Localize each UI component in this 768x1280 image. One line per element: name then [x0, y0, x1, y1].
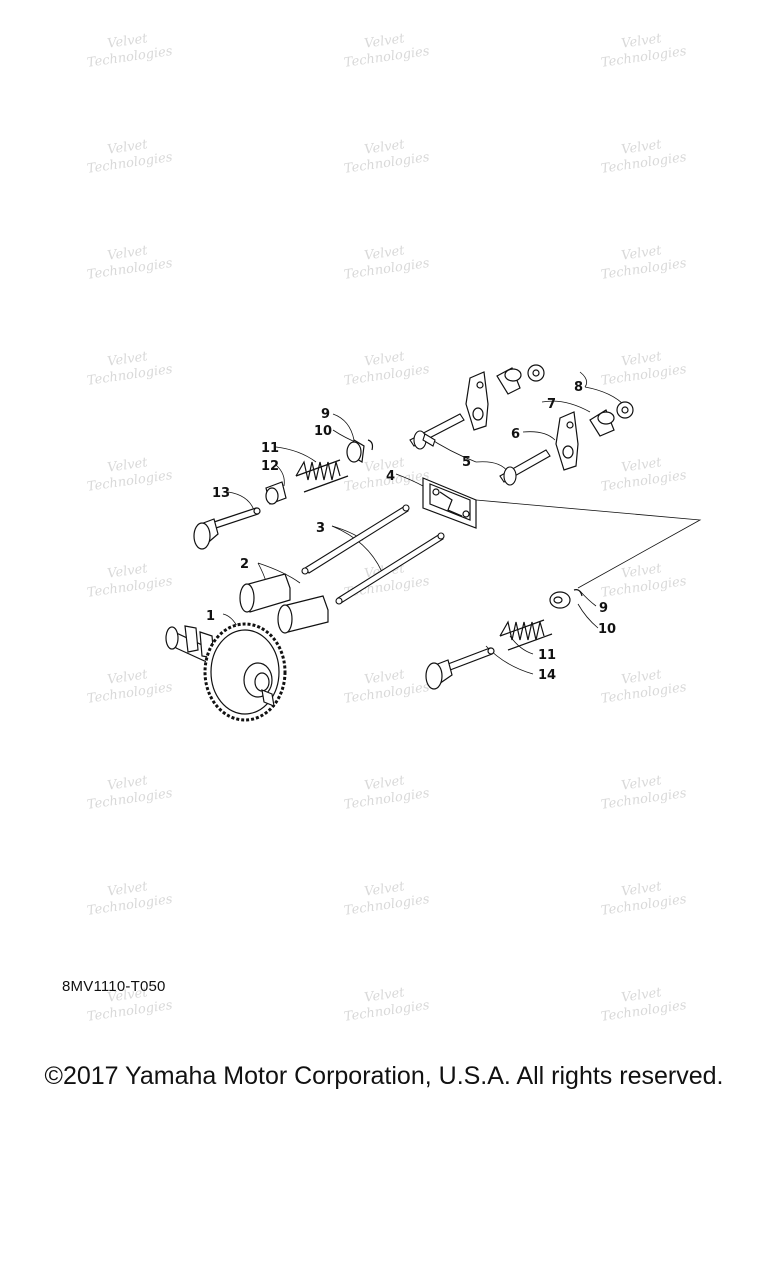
watermark-tile: VelvetTechnologies: [84, 346, 174, 389]
diagram-code: 8MV1110-T050: [62, 978, 166, 995]
watermark-tile: VelvetTechnologies: [598, 770, 688, 813]
callout-2: 2: [240, 557, 249, 572]
callout-1: 1: [206, 609, 215, 624]
callout-5: 5: [462, 455, 471, 470]
callout-10: 10: [314, 424, 332, 439]
part-camshaft-gear: [165, 622, 287, 722]
watermark-tile: VelvetTechnologies: [341, 876, 431, 919]
watermark-tile: VelvetTechnologies: [598, 982, 688, 1025]
watermark-tile: VelvetTechnologies: [84, 134, 174, 177]
part-valves: [193, 507, 495, 690]
callout-14: 14: [538, 668, 556, 683]
watermark-tile: VelvetTechnologies: [84, 770, 174, 813]
watermark-tile: VelvetTechnologies: [84, 876, 174, 919]
copyright-notice: ©2017 Yamaha Motor Corporation, U.S.A. A…: [44, 1062, 724, 1090]
callout-6: 6: [511, 427, 520, 442]
watermark-tile: VelvetTechnologies: [598, 346, 688, 389]
callout-3: 3: [316, 521, 325, 536]
watermark-tile: VelvetTechnologies: [84, 558, 174, 601]
watermark-tile: VelvetTechnologies: [598, 28, 688, 71]
watermark-tile: VelvetTechnologies: [84, 28, 174, 71]
part-pivot-balls: [496, 367, 615, 437]
part-rocker-studs: [409, 413, 551, 486]
watermark-grid: VelvetTechnologiesVelvetTechnologiesVelv…: [84, 28, 688, 1025]
watermark-tile: VelvetTechnologies: [84, 452, 174, 495]
callout-7: 7: [547, 397, 556, 412]
watermark-tile: VelvetTechnologies: [341, 134, 431, 177]
watermark-tile: VelvetTechnologies: [598, 240, 688, 283]
callout-4: 4: [386, 469, 395, 484]
watermark-tile: VelvetTechnologies: [598, 452, 688, 495]
callout-12: 12: [261, 459, 279, 474]
callout-8: 8: [574, 380, 583, 395]
watermark-tile: VelvetTechnologies: [598, 134, 688, 177]
callout-11: 11: [261, 441, 279, 456]
watermark-tile: VelvetTechnologies: [341, 346, 431, 389]
watermark-tile: VelvetTechnologies: [84, 240, 174, 283]
watermark-tile: VelvetTechnologies: [598, 664, 688, 707]
part-tappets: [239, 573, 329, 634]
callout-13: 13: [212, 486, 230, 501]
watermark-tile: VelvetTechnologies: [341, 664, 431, 707]
callout-10b: 10: [598, 622, 616, 637]
watermark-tile: VelvetTechnologies: [598, 876, 688, 919]
callout-9b: 9: [599, 601, 608, 616]
watermark-tile: VelvetTechnologies: [341, 982, 431, 1025]
watermark-tile: VelvetTechnologies: [84, 664, 174, 707]
part-valve-springs: [265, 459, 553, 651]
watermark-tile: VelvetTechnologies: [341, 28, 431, 71]
callout-labels: 1 2 3 4 5 6 7 8 9 10 11 12 13 9 10 11 14: [206, 380, 616, 683]
part-push-rods: [301, 504, 445, 605]
part-guide-plate: [422, 477, 477, 529]
part-nuts: [527, 364, 634, 419]
watermark-tile: VelvetTechnologies: [341, 240, 431, 283]
watermark-tile: VelvetTechnologies: [341, 770, 431, 813]
part-retainers: [346, 439, 583, 609]
callout-9: 9: [321, 407, 330, 422]
callout-11b: 11: [538, 648, 556, 663]
part-rocker-arms: [465, 371, 579, 471]
watermark-tile: VelvetTechnologies: [598, 558, 688, 601]
